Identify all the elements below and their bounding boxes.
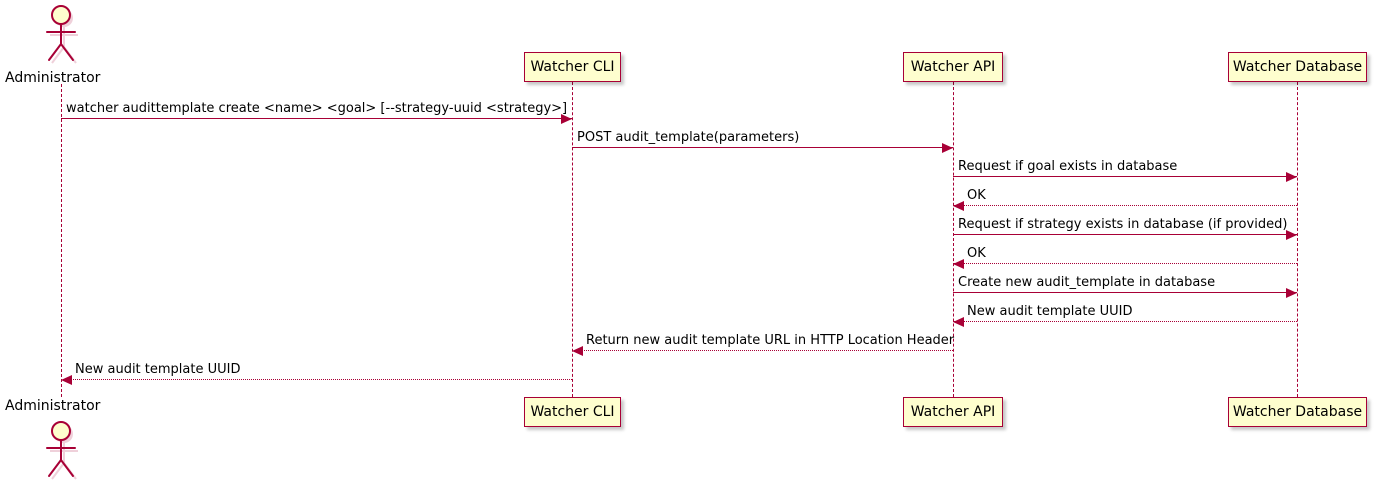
message-line-5 (953, 234, 1297, 235)
lifeline-administrator (61, 84, 62, 397)
lifeline-watcher-database (1297, 82, 1298, 397)
arrow-head-9 (572, 345, 583, 356)
lifeline-watcher-api (953, 82, 954, 397)
participant-box-watcher-database-top[interactable]: Watcher Database (1228, 52, 1367, 82)
message-label-10: New audit template UUID (75, 362, 241, 377)
message-line-4 (953, 205, 1297, 206)
arrow-head-8 (953, 316, 964, 327)
message-label-2: POST audit_template(parameters) (577, 130, 800, 145)
arrow-head-1 (561, 113, 572, 124)
message-label-1: watcher audittemplate create <name> <goa… (66, 101, 568, 116)
arrow-head-7 (1286, 287, 1297, 298)
participant-box-watcher-api-bottom[interactable]: Watcher API (903, 397, 1003, 427)
message-label-8: New audit template UUID (967, 304, 1133, 319)
message-label-5: Request if strategy exists in database (… (958, 217, 1288, 232)
actor-label-administrator-bottom: Administrator (5, 398, 101, 414)
arrow-head-2 (942, 142, 953, 153)
arrow-head-3 (1286, 171, 1297, 182)
participant-box-watcher-cli-bottom[interactable]: Watcher CLI (524, 397, 621, 427)
message-line-7 (953, 292, 1297, 293)
message-line-6 (953, 263, 1297, 264)
actor-label-administrator-top: Administrator (5, 70, 101, 86)
message-label-4: OK (967, 188, 986, 203)
message-label-7: Create new audit_template in database (958, 275, 1216, 290)
message-line-1 (61, 118, 572, 119)
message-line-8 (953, 321, 1297, 322)
message-label-6: OK (967, 246, 986, 261)
lifeline-watcher-cli (572, 82, 573, 397)
message-line-3 (953, 176, 1297, 177)
message-label-3: Request if goal exists in database (958, 159, 1178, 174)
participant-box-watcher-cli-top[interactable]: Watcher CLI (524, 52, 621, 82)
arrow-head-6 (953, 258, 964, 269)
actor-administrator-top (39, 4, 83, 64)
participant-box-watcher-database-bottom[interactable]: Watcher Database (1228, 397, 1367, 427)
message-line-9 (572, 350, 953, 351)
actor-administrator-bottom (39, 420, 83, 480)
participant-box-watcher-api-top[interactable]: Watcher API (903, 52, 1003, 82)
message-label-9: Return new audit template URL in HTTP Lo… (586, 333, 955, 348)
arrow-head-4 (953, 200, 964, 211)
arrow-head-5 (1286, 229, 1297, 240)
message-line-10 (61, 379, 572, 380)
arrow-head-10 (61, 374, 72, 385)
message-line-2 (572, 147, 953, 148)
